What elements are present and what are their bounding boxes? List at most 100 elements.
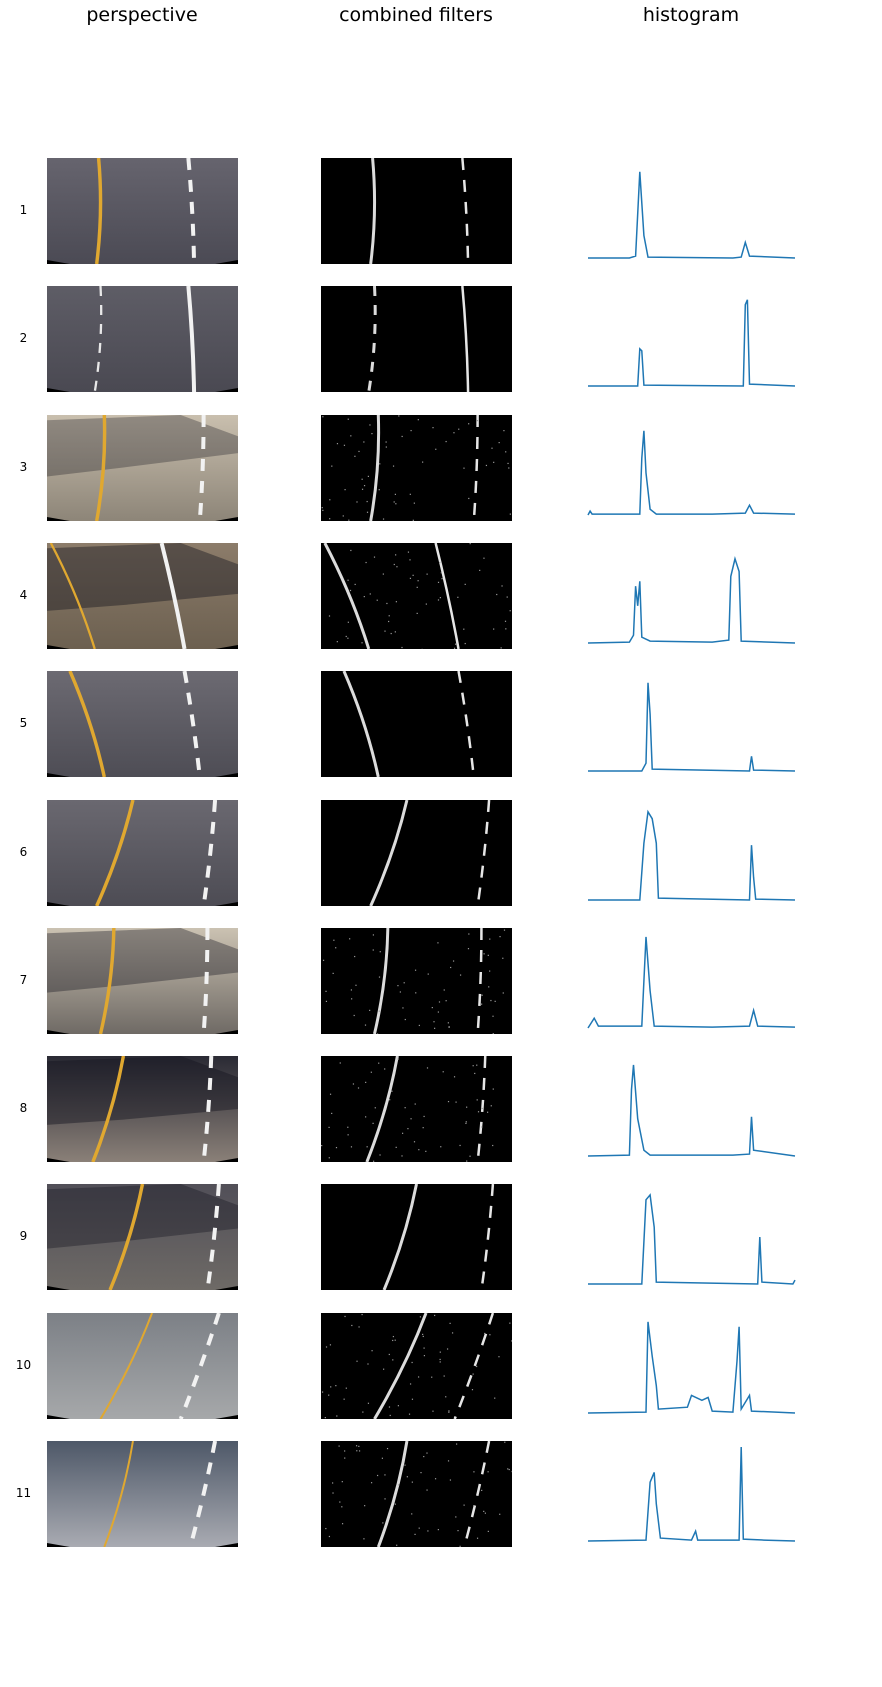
noise-pixel [498,1356,500,1358]
noise-pixel [347,1134,349,1136]
noise-pixel [357,1087,360,1089]
noise-pixel [466,1106,468,1108]
noise-pixel [393,563,395,566]
noise-pixel [324,1416,326,1419]
noise-pixel [481,1126,483,1128]
noise-pixel [325,990,327,992]
noise-pixel [417,419,419,421]
noise-pixel [328,1394,330,1396]
noise-pixel [448,1026,450,1028]
noise-pixel [490,999,492,1002]
histogram-line [588,682,796,772]
combined-filter-image [321,1313,512,1419]
noise-pixel [376,599,378,601]
noise-pixel [342,515,344,517]
noise-pixel [373,556,376,558]
noise-pixel [411,1481,413,1483]
noise-pixel [416,586,418,588]
noise-pixel [453,1076,456,1078]
white-lane-line [186,158,197,264]
combined-filter-image [321,158,512,264]
noise-pixel [335,1146,338,1149]
noise-pixel [388,620,390,623]
noise-pixel [431,1376,433,1378]
histogram-plot [587,800,796,906]
noise-pixel [321,1391,324,1393]
combined-filter-image [321,415,512,521]
noise-pixel [473,1505,475,1507]
noise-pixel [501,585,503,587]
histogram-line [587,1446,796,1542]
warp-corner [215,1415,238,1419]
noise-pixel [463,467,465,469]
road-surface [47,415,238,521]
noise-pixel [423,1455,425,1458]
noise-pixel [437,1529,439,1531]
combined-filter-image [321,800,512,906]
noise-pixel [382,573,384,575]
noise-pixel [508,1468,510,1471]
noise-pixel [355,1445,358,1447]
perspective-image [47,415,238,521]
noise-pixel [487,1530,489,1532]
binary-right-lane [457,671,476,777]
combined-filter-image [321,1056,512,1162]
noise-pixel [328,1535,331,1538]
noise-pixel [339,1062,341,1064]
binary-background [321,543,512,649]
noise-pixel [398,415,400,417]
noise-pixel [344,1457,346,1459]
noise-pixel [413,502,415,504]
histogram-line [588,299,796,387]
noise-pixel [358,1326,360,1328]
noise-pixel [336,641,338,643]
noise-pixel [341,1523,344,1525]
noise-pixel [393,501,395,503]
noise-pixel [381,1457,384,1459]
histogram-plot [587,671,796,777]
noise-pixel [411,1513,413,1515]
histogram-plot [587,543,796,649]
shadow-region [47,543,238,611]
warp-corner [215,902,238,906]
binary-right-lane [480,1184,495,1290]
noise-pixel [397,1405,399,1407]
noise-pixel [347,637,349,639]
noise-pixel [416,612,418,615]
combined-filter-image [321,1441,512,1547]
noise-pixel [385,446,387,448]
noise-pixel [396,566,398,568]
noise-pixel [321,507,323,509]
noise-pixel [404,1464,406,1466]
noise-pixel [422,461,424,463]
noise-pixel [449,1322,451,1324]
noise-pixel [483,953,485,955]
noise-pixel [391,1090,393,1092]
row-label: 8 [19,1101,28,1115]
binary-left-lane [373,928,390,1034]
noise-pixel [479,569,481,571]
noise-pixel [347,621,349,623]
noise-pixel [414,1103,416,1105]
noise-pixel [448,1411,450,1413]
noise-pixel [398,1484,400,1486]
noise-pixel [409,493,411,495]
binary-background [321,1441,512,1547]
noise-pixel [394,1503,396,1505]
noise-pixel [341,1506,343,1508]
combined-filter-image [321,543,512,649]
noise-pixel [414,969,417,971]
noise-pixel [366,500,368,503]
noise-pixel [481,1003,483,1005]
histogram-plot [587,286,796,392]
warp-corner [215,645,238,649]
noise-pixel [507,462,509,465]
yellow-lane-line [91,1056,126,1162]
noise-pixel [402,1007,404,1009]
road-surface [47,1313,238,1419]
white-lane-line [205,1184,221,1290]
noise-pixel [329,1093,332,1095]
noise-pixel [328,1126,330,1129]
noise-pixel [367,475,369,477]
noise-pixel [369,1009,371,1011]
